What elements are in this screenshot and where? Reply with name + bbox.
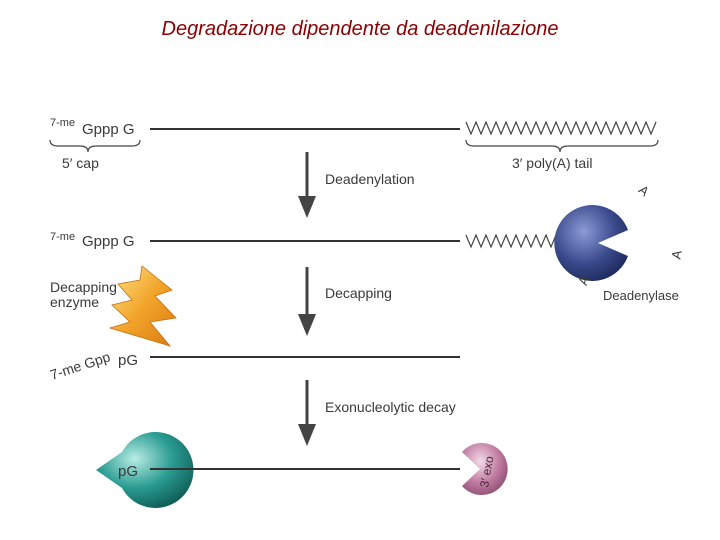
row1-cap-text: Gppp G [82,121,135,138]
row3-fragment: 7-me Gpp [48,348,112,383]
decapping-enzyme-line2: enzyme [50,294,99,310]
tail-brace [465,139,659,153]
arrow-1-head [298,196,316,218]
exo5-pacman [96,432,194,509]
row3-pg: pG [118,352,138,369]
tail-label: 3′ poly(A) tail [512,155,592,171]
deadenylase-pacman [554,205,628,282]
row1-polya-tail-zigzag [465,120,657,136]
row1-prefix: 7-me [50,117,75,129]
row2-cap-text: Gppp G [82,233,135,250]
exo3-label: 3′ exo [477,455,496,489]
step-deadenylation-label: Deadenylation [325,171,415,187]
lightning-bolt-icon [108,265,177,347]
falling-a-1: A [636,182,653,199]
exo3-pacman [462,443,508,496]
decapping-enzyme-line1: Decapping [50,279,117,295]
deadenylase-label: Deadenylase [603,288,679,303]
exo5-label: 5′ exo [61,439,101,469]
falling-a-2: A [668,249,684,260]
cap-brace [49,139,141,153]
arrow-3-head [298,424,316,446]
step-decapping-label: Decapping [325,285,392,301]
row2-prefix: 7-me [50,231,75,243]
cap-label: 5′ cap [62,155,99,171]
step-exonucleolytic-label: Exonucleolytic decay [325,399,456,415]
row4-pg: pG [118,463,138,480]
arrow-2-head [298,314,316,336]
slide-title: Degradazione dipendente da deadenilazion… [161,18,559,40]
